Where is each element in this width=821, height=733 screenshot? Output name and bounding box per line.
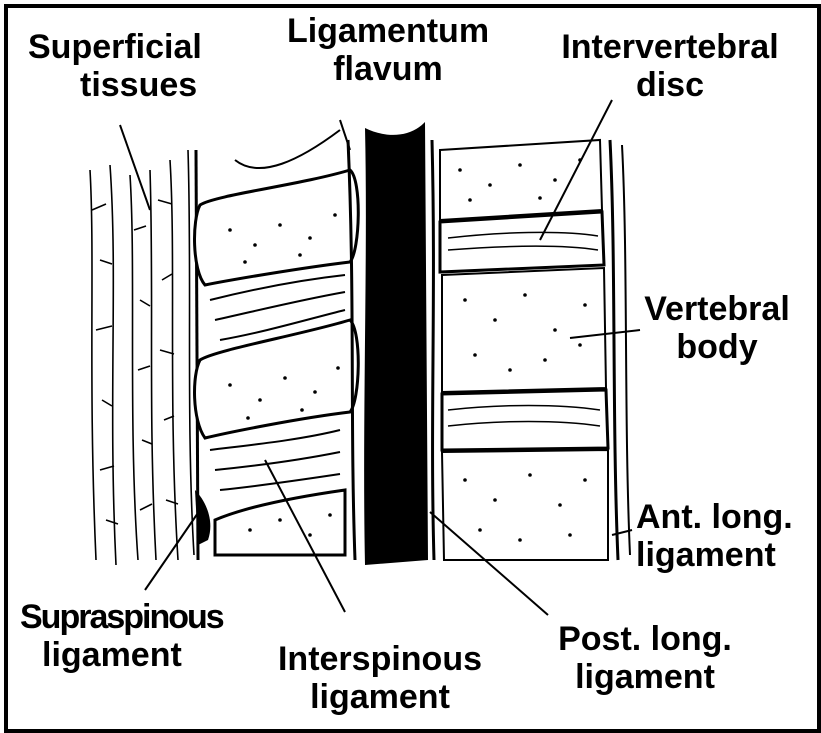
label-ant-long-ligament: Ant. long. ligament [636,498,793,574]
spinous-process [195,170,359,555]
label-ligamentum-flavum: Ligamentum flavum [268,12,508,88]
label-supraspinous-ligament: Supraspinous ligament [20,598,223,674]
vertebral-column-anterior [440,140,630,560]
label-intervertebral-disc: Intervertebral disc [540,28,800,104]
label-interspinous-ligament: Interspinous ligament [255,640,505,716]
label-post-long-ligament: Post. long. ligament [545,620,745,696]
spinal-canal [364,122,428,565]
label-superficial-tissues: Superficial tissues [28,28,202,104]
label-vertebral-body: Vertebral body [632,290,802,366]
superficial-tissue-layer [90,150,194,565]
